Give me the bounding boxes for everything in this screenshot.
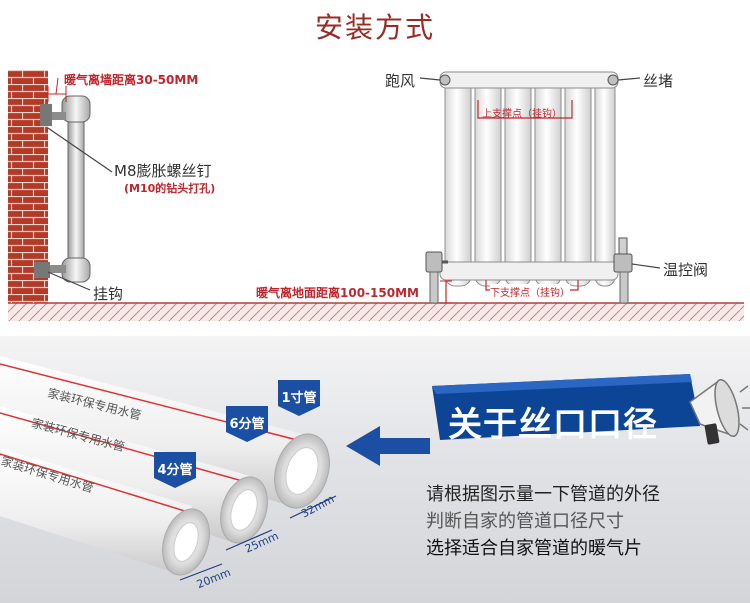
vent-label: 跑风 <box>385 72 416 90</box>
page-title: 安装方式 <box>314 11 435 44</box>
pipes-illustration <box>0 356 750 581</box>
valve-label: 温控阀 <box>663 261 709 279</box>
tag-4fen <box>154 452 196 488</box>
tag-6fen-label: 6分管 <box>229 417 265 432</box>
thermostatic-valve <box>613 253 633 273</box>
tag-1inch <box>278 380 320 416</box>
side-radiator <box>34 77 113 291</box>
left-valve <box>425 251 443 273</box>
banner-title: 关于丝口口径 <box>448 405 658 445</box>
pipe-20mm <box>0 448 210 576</box>
screw-label: M8膨胀螺丝钉 <box>114 162 212 180</box>
wall-hook-bracket <box>34 262 50 278</box>
plug <box>607 74 619 86</box>
plug-label: 丝堵 <box>643 72 674 90</box>
pipe-32mm <box>0 356 330 509</box>
tag-4fen-label: 4分管 <box>157 463 193 478</box>
screw-note: (M10的钻头打孔) <box>124 182 216 195</box>
info-line-2: 判断自家的管道口径尺寸 <box>426 511 624 532</box>
lower-support-label: 下支撑点（挂钩） <box>490 284 570 299</box>
megaphone-icon <box>689 378 750 445</box>
info-line-3: 选择适合自家管道的暖气片 <box>426 538 642 559</box>
front-radiator <box>419 71 661 304</box>
info-line-1: 请根据图示量一下管道的外径 <box>426 484 660 505</box>
hook-label: 挂钩 <box>93 285 124 303</box>
floor <box>8 303 744 321</box>
wall-screw <box>40 104 52 126</box>
installation-diagram <box>8 70 744 321</box>
tag-1inch-label: 1寸管 <box>281 391 317 406</box>
tag-6fen <box>226 406 268 442</box>
floor-gap-label: 暖气离地面距离100-150MM <box>256 286 419 300</box>
air-vent <box>439 74 451 86</box>
upper-support-label: 上支撑点（挂钩） <box>482 109 562 120</box>
wall-gap-label: 暖气离墙距离30-50MM <box>64 73 199 87</box>
left-arrow-icon <box>346 426 430 466</box>
